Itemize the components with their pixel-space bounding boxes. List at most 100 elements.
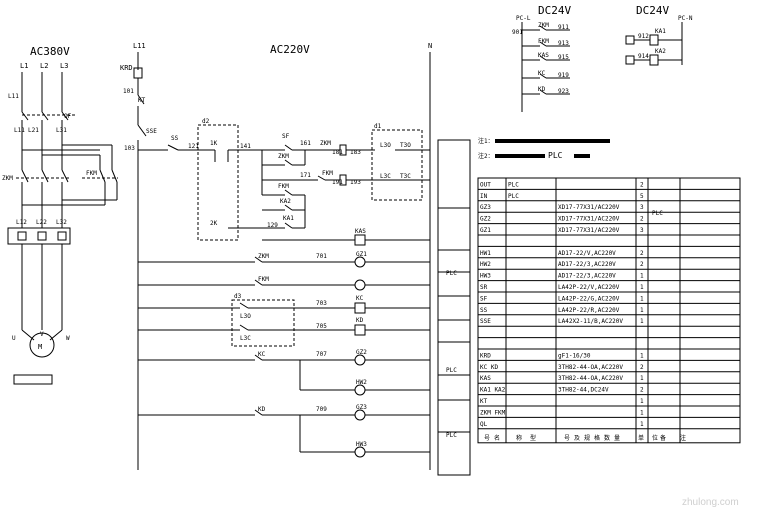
table-cell-spec: XD17-77X31/AC220V	[558, 204, 620, 211]
table-cell-code: SR	[480, 284, 488, 291]
gz2-label: GZ2	[356, 349, 367, 356]
node-901: 901	[512, 29, 523, 36]
zkn-label: ZKM	[258, 253, 269, 260]
table-cell-qty: 1	[640, 409, 644, 416]
table-footer-char: 称	[516, 434, 522, 442]
plc-in-915: 915	[558, 54, 569, 61]
node-705: 705	[316, 323, 327, 330]
table-cell-spec: LA42P-22/V,AC220V	[558, 284, 620, 291]
l11-label: L11	[133, 42, 146, 50]
node-141: 141	[240, 143, 251, 150]
motor-power-lines	[7, 72, 118, 358]
motor-l32: L32	[56, 219, 67, 226]
table-cell-qty: 3	[640, 227, 644, 234]
plc-labels: ZKM 911 FKM 913 KAS 915 KC 919 KD 923 91…	[538, 22, 666, 95]
table-cell-qty: 1	[640, 318, 644, 325]
d2-label: d2	[202, 118, 210, 125]
motor-l22: L22	[36, 219, 47, 226]
gz1-label: GZ1	[356, 251, 367, 258]
table-footer-char: 规	[584, 434, 590, 442]
component-table	[477, 177, 741, 444]
node-129: 129	[267, 222, 278, 229]
node-183: 183	[350, 149, 361, 156]
motor-u: U	[12, 335, 16, 342]
motor-v: V	[40, 331, 44, 338]
table-cell-code: QL	[480, 421, 488, 428]
control-labels: d2 1K 2K ZKM FKM KA2 KA1 129 171 ZKM FKM…	[202, 118, 457, 448]
table-cell-qty: 3	[640, 204, 644, 211]
plc-out-914: 914	[638, 53, 649, 60]
table-cell-qty: 5	[640, 193, 644, 200]
table-cell-code: KRD	[480, 352, 491, 359]
2k-label: 2K	[210, 220, 218, 227]
motor-zkm-label: ZKM	[2, 175, 13, 182]
table-cell-qty: 1	[640, 284, 644, 291]
table-cell-code: KT	[480, 398, 488, 405]
table-cell-spec: AD17-22/3,AC220V	[558, 273, 616, 280]
kc-contact-label: KC	[258, 351, 266, 358]
table-cell-qty: 2	[640, 216, 644, 223]
motor-w: W	[66, 335, 70, 342]
table-cell-spec: LA42P-22/G,AC220V	[558, 295, 620, 302]
table-cell-spec: XD17-77X31/AC220V	[558, 227, 620, 234]
table-cell-qty: 2	[640, 387, 644, 394]
kc-coil-label: KC	[356, 295, 364, 302]
table-cell-spec: gF1-16/30	[558, 352, 591, 359]
kas-coil-label: KAS	[355, 228, 366, 235]
l3c-label-top: L3C	[380, 173, 391, 180]
table-cell-qty: 1	[640, 295, 644, 302]
table-cell-spec: 3TH82-44-OA,AC220V	[558, 375, 623, 382]
plc-in-kc: KC	[538, 70, 546, 77]
table-footer-char: 及	[574, 435, 580, 442]
hw3-label: HW3	[356, 441, 367, 448]
table-cell-spec: 3TH82-44-OA,AC220V	[558, 364, 623, 371]
plc-out-912: 912	[638, 33, 649, 40]
table-cell-code: ZKM FKM	[480, 409, 506, 416]
table-cell-code: GZ2	[480, 216, 491, 223]
plc-out-ka1: KA1	[655, 28, 666, 35]
plc-in-kas: KAS	[538, 52, 549, 59]
sse-label: SSE	[146, 128, 157, 135]
note-1-text-bar	[495, 139, 610, 143]
table-cell-qty: 1	[640, 352, 644, 359]
node-707: 707	[316, 351, 327, 358]
phase-l2: L2	[40, 62, 48, 70]
table-cell-spec: 3TH82-44,DC24V	[558, 387, 609, 394]
table-cell-spec: LA42X2-11/B,AC220V	[558, 318, 623, 325]
table-cell-code: HW3	[480, 273, 491, 280]
ac380-label: AC380V	[30, 45, 70, 58]
watermark: zhulong.com	[682, 497, 739, 508]
sf-label: SF	[282, 133, 290, 140]
table-footer-char: 号	[564, 435, 570, 442]
coil-zkm-label: ZKM	[320, 140, 331, 147]
pcl-label: PC-L	[516, 15, 531, 22]
1k-label: 1K	[210, 140, 218, 147]
control-wiring	[133, 52, 471, 476]
plc-ref-3: PLC	[446, 432, 457, 439]
table-footer-char: 名	[494, 434, 500, 442]
note-2: 注2：	[478, 152, 494, 160]
gz3-label: GZ3	[356, 404, 367, 411]
table-cell-code: GZ3	[480, 204, 491, 211]
l3o-label: L3O	[380, 142, 391, 149]
table-cell-qty: 1	[640, 307, 644, 314]
table-frame	[477, 177, 741, 444]
kt-num: 101	[123, 88, 134, 95]
ka1-label: KA1	[283, 215, 294, 222]
table-cell-code: IN	[480, 193, 488, 200]
table-cell-spec: AD17-22/3,AC220V	[558, 261, 616, 268]
table-cell-code: KA1 KA2	[480, 387, 506, 394]
node-121: 121	[188, 143, 199, 150]
table-footer-char: 数	[604, 434, 610, 442]
table-plc-label: PLC	[652, 210, 663, 217]
pcn-label: PC-N	[678, 15, 693, 22]
l3o-contact: L3O	[240, 313, 251, 320]
table-cell-qty: 1	[640, 273, 644, 280]
motor-l11b: L11	[14, 127, 25, 134]
note-2-plc: PLC	[548, 151, 563, 160]
note-1: 注1：	[478, 137, 494, 145]
dc24-right: DC24V	[636, 4, 669, 17]
motor-l31: L31	[56, 127, 67, 134]
node-181: 181	[332, 149, 343, 156]
